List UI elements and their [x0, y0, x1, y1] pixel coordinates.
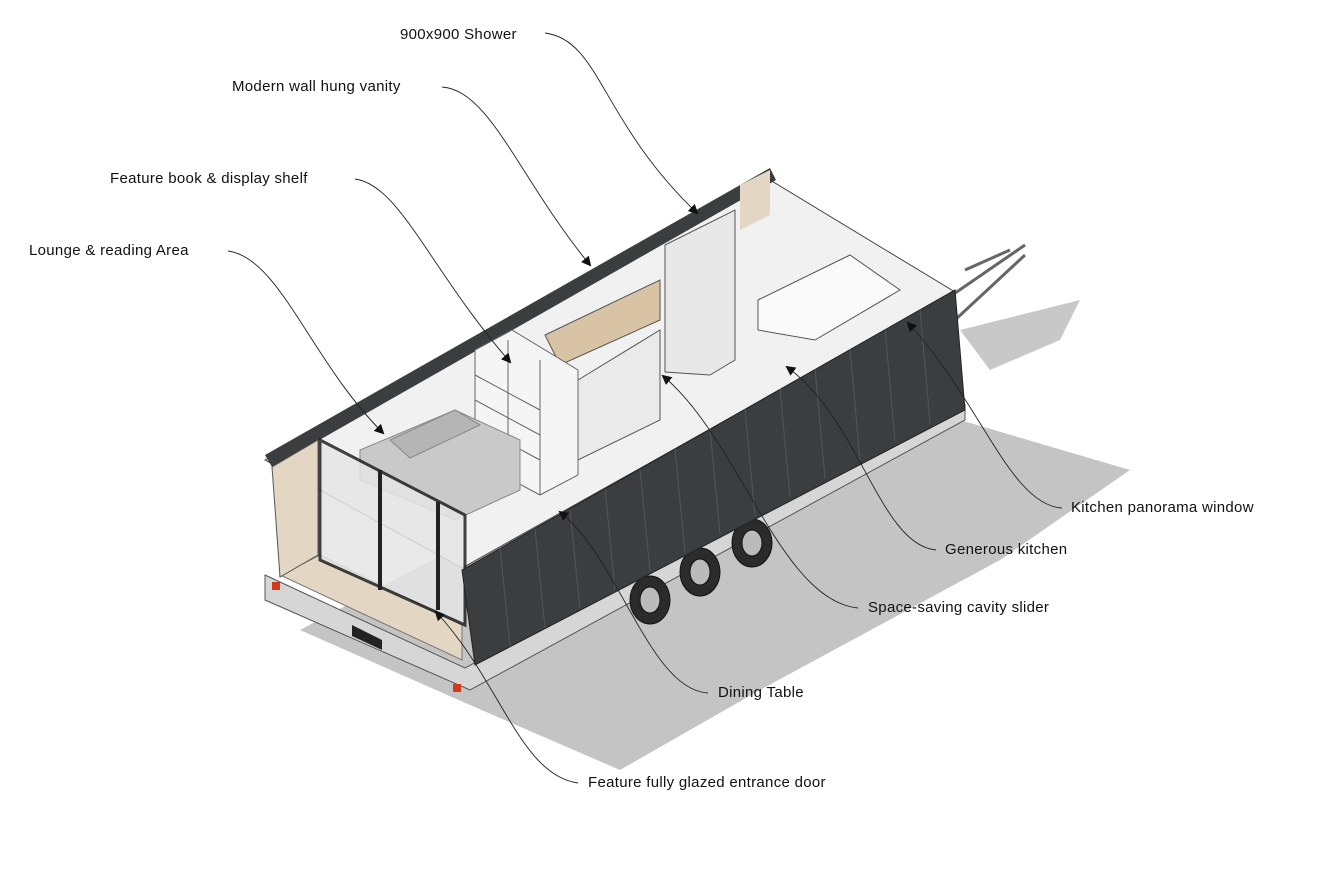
rear-timber-cladding: [740, 170, 770, 230]
tail-light-right: [453, 684, 461, 692]
leader-kitchen-window: [906, 321, 1063, 509]
hitch-drawbar: [944, 243, 1027, 322]
front-wall-cladding: [461, 289, 966, 666]
leader-lounge: [227, 250, 385, 435]
label-kitchen-window: Kitchen panorama window: [1071, 499, 1254, 516]
back-wall: [265, 168, 776, 467]
number-plate: [352, 625, 382, 650]
leader-lines: [227, 32, 1063, 784]
label-vanity: Modern wall hung vanity: [232, 78, 401, 95]
leader-dining: [558, 510, 709, 694]
leader-shelf: [354, 178, 512, 364]
vanity: [544, 279, 661, 366]
tail-light-left: [272, 582, 280, 590]
wheels: [629, 518, 773, 625]
hitch-shadow: [960, 300, 1080, 370]
label-dining: Dining Table: [718, 684, 804, 701]
leader-shower: [544, 32, 699, 215]
label-lounge: Lounge & reading Area: [29, 242, 189, 259]
leader-vanity: [441, 86, 592, 267]
label-kitchen: Generous kitchen: [945, 541, 1068, 558]
leader-slider: [661, 374, 859, 609]
chassis: [264, 404, 966, 691]
label-slider: Space-saving cavity slider: [868, 599, 1050, 616]
bathroom-wall: [664, 209, 736, 376]
end-timber-cladding: [271, 439, 319, 578]
kitchen-bench: [757, 254, 901, 341]
leader-entrance: [434, 610, 579, 784]
label-entrance: Feature fully glazed entrance door: [588, 774, 826, 791]
glazed-entrance-door: [318, 437, 467, 628]
label-shower: 900x900 Shower: [400, 26, 517, 43]
leader-kitchen: [785, 365, 937, 551]
label-shelf: Feature book & display shelf: [110, 170, 308, 187]
